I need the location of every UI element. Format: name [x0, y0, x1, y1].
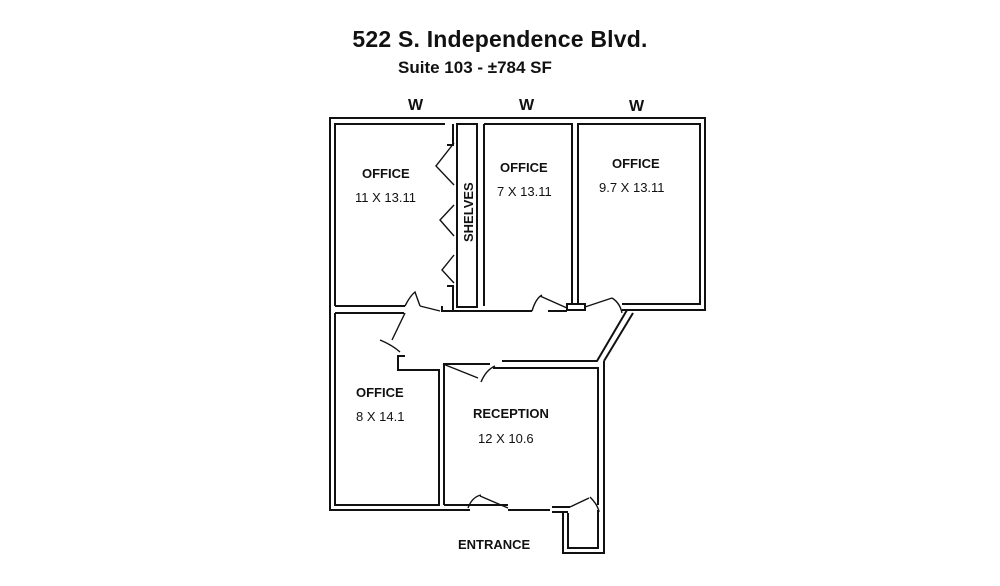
room-label-office-2: OFFICE — [500, 160, 548, 175]
room-size-reception: 12 X 10.6 — [478, 431, 534, 446]
window-mark-1: W — [408, 97, 424, 114]
room-label-office-3: OFFICE — [612, 156, 660, 171]
property-address-title: 522 S. Independence Blvd. — [352, 26, 648, 52]
room-size-office-4: 8 X 14.1 — [356, 409, 404, 424]
room-size-office-1: 11 X 13.11 — [355, 190, 416, 205]
shelves-label: SHELVES — [461, 182, 476, 242]
room-label-office-1: OFFICE — [362, 166, 410, 181]
room-size-office-2: 7 X 13.11 — [497, 184, 552, 199]
window-mark-3: W — [629, 98, 645, 115]
doors — [379, 290, 623, 513]
suite-size-subtitle: Suite 103 - ±784 SF — [398, 58, 552, 77]
entrance-label: ENTRANCE — [458, 537, 531, 552]
room-label-reception: RECEPTION — [473, 406, 549, 421]
room-label-office-4: OFFICE — [356, 385, 404, 400]
room-size-office-3: 9.7 X 13.11 — [599, 180, 665, 195]
walls — [329, 117, 706, 554]
window-mark-2: W — [519, 97, 535, 114]
